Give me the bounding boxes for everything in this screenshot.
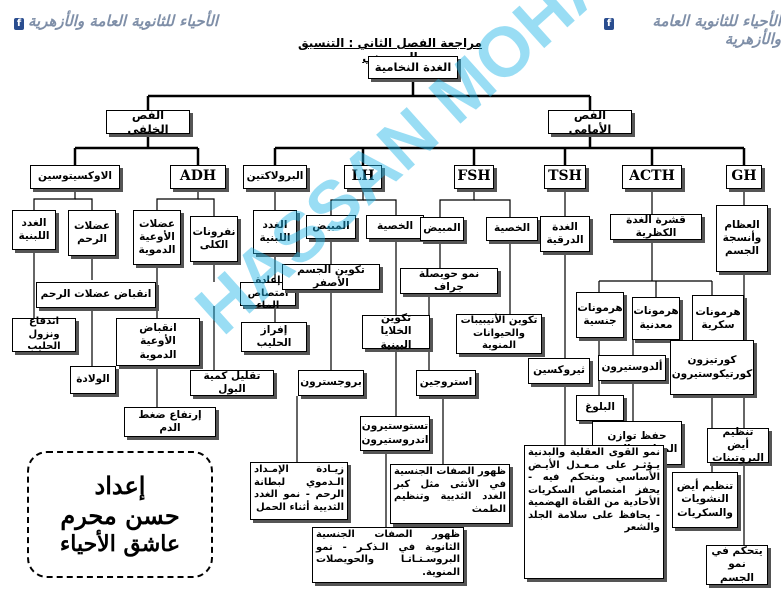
uterus-contraction-box: انقباض عضلات الرحم (36, 282, 156, 308)
milk-secretion-box: إفراز الحليب (241, 322, 307, 352)
progesterone-effect-box: زيـادة الإمـداد الـدموي لبطانة الرحم - ن… (250, 462, 348, 520)
birth-box: الولادة (70, 366, 116, 394)
author-prepared-by: إعداد (94, 470, 146, 500)
adh-vessels-box: عضلات الأوعية الدموية (133, 210, 181, 265)
vessel-contraction-box: انقباض الأوعية الدموية (116, 318, 200, 366)
sex-hormones-box: هرمونات جنسية (576, 292, 624, 338)
progesterone-box: بروجسترون (298, 370, 364, 396)
author-credit: إعداد حسن محرم عاشق الأحياء (27, 451, 213, 578)
author-tagline: عاشق الأحياء (59, 530, 181, 557)
facebook-icon-right: f (604, 18, 614, 30)
acth-cortex-box: قشرة الغدة الكظرية (610, 214, 702, 240)
prolactin-mammary-box: الغدد اللبنية (253, 210, 297, 254)
cortisone-box: كورتيزون كورتيكوستيرون (670, 340, 754, 395)
fsh-testis-box: الخصية (486, 217, 538, 241)
lh-box: LH (344, 165, 382, 189)
pituitary-gland-box: الغدة النخامية (368, 56, 458, 79)
testosterone-box: تستوستيرون اندروستيرون (360, 416, 430, 451)
urine-reduction-box: تقليل كمية البول (190, 370, 274, 396)
fsh-box: FSH (454, 165, 494, 189)
puberty-box: البلوغ (576, 395, 624, 421)
protein-metabolism-box: تنظيم أيض البروتينات (707, 426, 769, 464)
anterior-lobe-box: الفص الأمامى (548, 108, 632, 136)
facebook-icon-left: f (14, 18, 24, 30)
milk-ejection-box: اندفاع ونزول الحليب (12, 316, 76, 352)
lh-testis-box: الخصية (366, 215, 424, 239)
corpus-luteum-box: تكوين الجسم الأصفر (282, 264, 380, 290)
posterior-lobe-box: الفص الخلفى (106, 108, 190, 136)
female-traits-box: ظهور الصفات الجنسية في الأنثى مثل كبر ال… (390, 464, 510, 524)
estrogen-box: استروجين (416, 370, 476, 396)
interstitial-cells-box: تكوين الخلايا البينية (362, 312, 430, 351)
graafian-follicle-box: نمو حويصلة جراف (400, 268, 498, 294)
gh-box: GH (726, 165, 762, 189)
blood-pressure-box: إرتفاع ضغط الدم (124, 407, 216, 437)
thyroxine-effect-box: نمو القوى العقلية والبدنية يـؤثـر على مـ… (524, 445, 664, 579)
adh-kidney-box: نفرونات الكلى (190, 216, 238, 262)
lh-ovary-box: المبيض (306, 215, 356, 239)
tsh-thyroid-box: الغدة الدرقية (540, 216, 590, 252)
thyroxine-box: ثيروكسين (528, 358, 590, 384)
prolactin-box: البرولاكتين (243, 165, 307, 189)
seminiferous-tubules-box: تكوين الأنيبيبات والحيوانات المنوية (456, 314, 542, 354)
aldosterone-box: ألدوستيرون (598, 355, 666, 381)
oxytocin-mammary-box: الغدد اللبنية (12, 210, 56, 250)
glucocorticoids-box: هرمونات سكرية (692, 295, 744, 343)
growth-control-box: يتحكم في نمو الجسم (706, 545, 768, 585)
author-name: حسن محرم (60, 500, 180, 530)
acth-box: ACTH (622, 165, 682, 189)
brand-logo-left: الأحياء للثانوية العامة والأزهرية (28, 12, 219, 30)
fsh-ovary-box: المبيض (420, 217, 464, 241)
tsh-box: TSH (544, 165, 586, 189)
male-traits-box: ظهور الصفات الجنسية الثانوية في الـذكـر … (312, 527, 464, 583)
mineralocorticoids-box: هرمونات معدنية (632, 297, 680, 340)
oxytocin-box: الاوكسيتوسين (30, 165, 120, 189)
adh-box: ADH (170, 165, 226, 189)
oxytocin-uterus-box: عضلات الرحم (68, 210, 116, 256)
brand-logo-right: الأحياء للثانوية العامة والأزهرية (652, 12, 781, 48)
gh-target-box: العظام وأنسجة الجسم (716, 205, 768, 272)
carbohydrate-metabolism-box: تنظيم أيض النشويات والسكريات (672, 472, 738, 528)
